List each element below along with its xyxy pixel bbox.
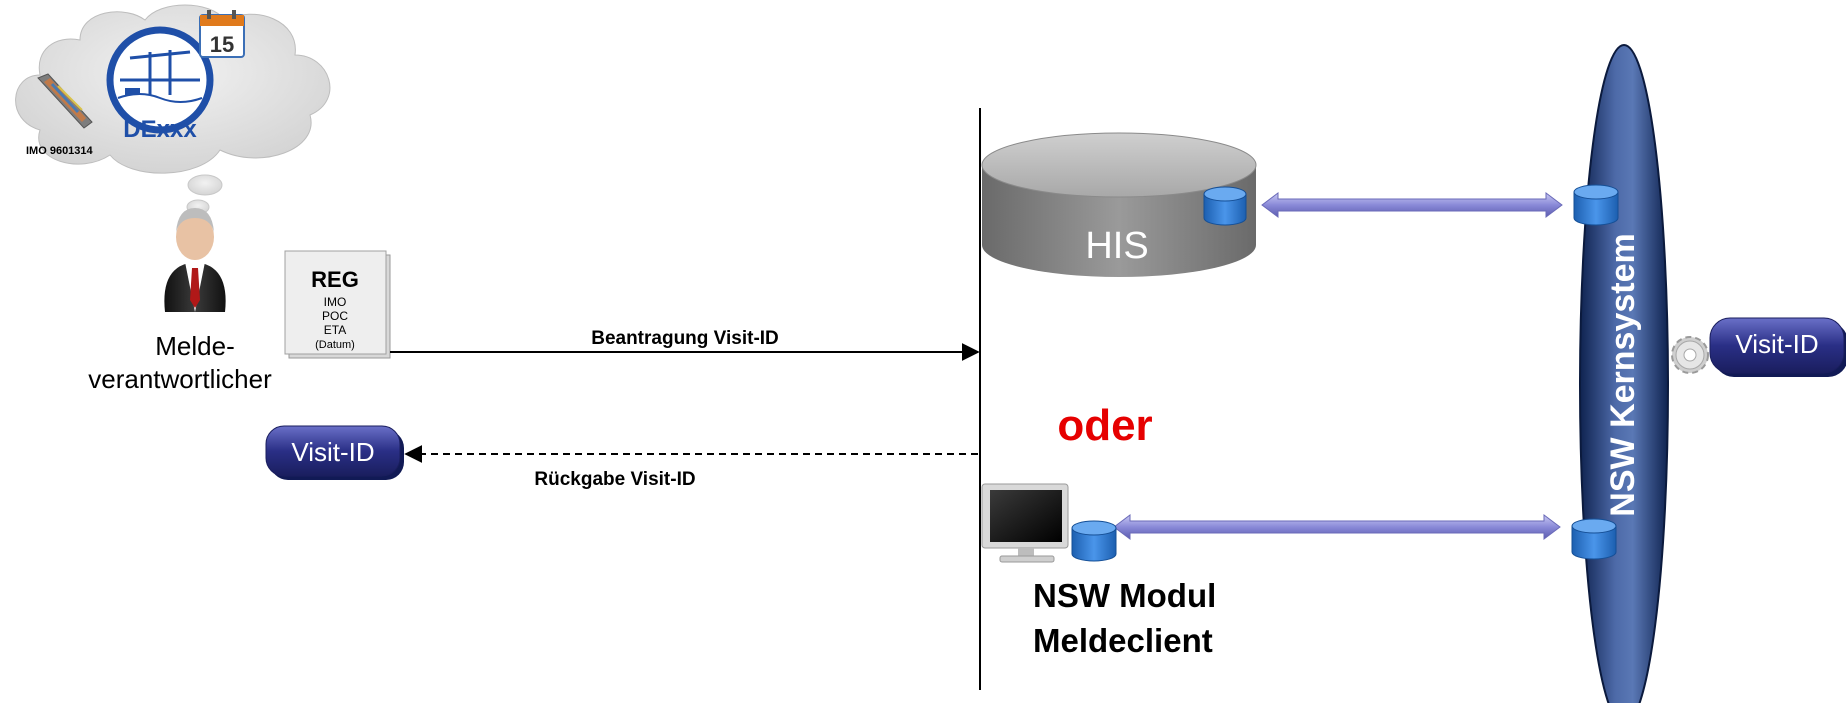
his-core-link — [1261, 192, 1563, 218]
calendar-day-label: 15 — [210, 32, 234, 57]
his-label: HIS — [1085, 225, 1148, 267]
visit-id-pill-right — [1709, 317, 1846, 377]
reg-document — [284, 250, 391, 359]
calendar-icon — [199, 10, 245, 58]
client-db-icon — [1071, 520, 1117, 562]
core-db-icon-bottom — [1571, 518, 1617, 560]
monitor-icon — [981, 483, 1069, 563]
person-icon — [164, 208, 226, 312]
ship-icon — [37, 73, 93, 129]
client-core-link — [1113, 514, 1561, 540]
visit-id-pill-left — [265, 425, 404, 480]
visit-id-left-label: Visit-ID — [291, 437, 374, 467]
actor-label-line1: Melde- — [155, 331, 234, 361]
actor-label-line2: verantwortlicher — [88, 364, 272, 394]
reg-field-poc: POC — [322, 309, 348, 323]
oder-label: oder — [1057, 401, 1152, 450]
thought-cloud: IMO 9601314 DExxx 15 — [15, 4, 331, 215]
visit-id-right-label: Visit-ID — [1735, 329, 1818, 359]
reg-title: REG — [311, 267, 359, 292]
client-label-line2: Meldeclient — [1033, 622, 1213, 659]
port-logo-icon — [106, 26, 214, 134]
his-db-icon — [1203, 186, 1247, 226]
port-code-label: DExxx — [123, 116, 197, 143]
client-label-line1: NSW Modul — [1033, 577, 1216, 614]
ship-imo-label: IMO 9601314 — [26, 145, 94, 157]
reg-field-eta: ETA — [324, 323, 346, 337]
reg-field-datum: (Datum) — [315, 339, 355, 351]
request-arrow-label: Beantragung Visit-ID — [591, 328, 779, 349]
core-db-icon-top — [1573, 184, 1619, 226]
gear-icon — [1671, 336, 1709, 374]
reg-field-imo: IMO — [324, 295, 347, 309]
return-arrow-label: Rückgabe Visit-ID — [534, 469, 695, 490]
core-label: NSW Kernsystem — [1604, 233, 1642, 516]
his-database — [981, 132, 1257, 277]
